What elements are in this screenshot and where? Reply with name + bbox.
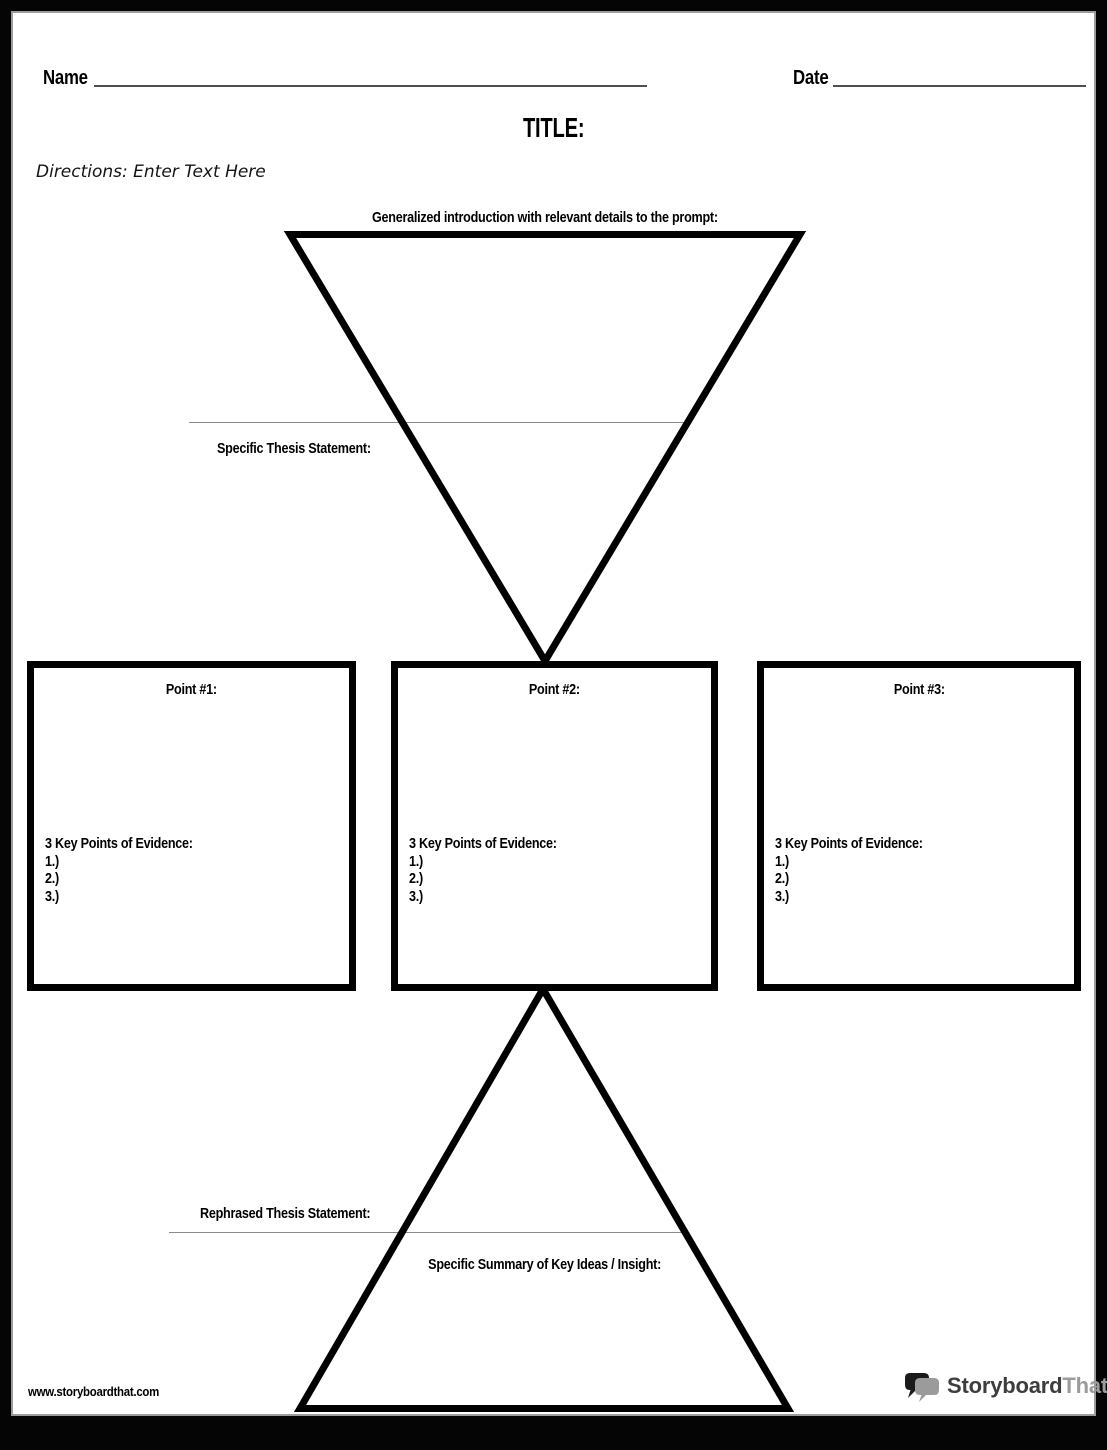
evidence-item: 3.)	[409, 887, 423, 905]
evidence-item: 1.)	[775, 852, 789, 870]
rephrased-thesis-fill-line[interactable]	[169, 1232, 683, 1233]
evidence-heading: 3 Key Points of Evidence:	[775, 835, 923, 852]
website-url: www.storyboardthat.com	[28, 1384, 160, 1399]
thesis-fill-line[interactable]	[189, 422, 687, 423]
storyboardthat-logo: StoryboardThat	[905, 1371, 1107, 1405]
evidence-item: 3.)	[775, 887, 789, 905]
point-box-2[interactable]: Point #2: 3 Key Points of Evidence: 1.) …	[391, 661, 718, 991]
page-title: TITLE:	[522, 112, 585, 143]
evidence-heading: 3 Key Points of Evidence:	[409, 835, 557, 852]
point-box-3[interactable]: Point #3: 3 Key Points of Evidence: 1.) …	[757, 661, 1081, 991]
speech-bubbles-icon	[905, 1373, 939, 1402]
point-box-1[interactable]: Point #1: 3 Key Points of Evidence: 1.) …	[27, 661, 356, 991]
point-title: Point #3:	[893, 681, 945, 698]
thesis-label: Specific Thesis Statement:	[217, 440, 371, 457]
rephrased-thesis-label: Rephrased Thesis Statement:	[200, 1205, 371, 1222]
evidence-item: 1.)	[45, 852, 59, 870]
summary-heading: Specific Summary of Key Ideas / Insight:	[428, 1256, 662, 1273]
evidence-list: 3 Key Points of Evidence: 1.) 2.) 3.)	[409, 835, 585, 905]
logo-part-storyboard: Storyboard	[947, 1373, 1063, 1398]
logo-part-that: That	[1062, 1373, 1107, 1398]
name-fill-line[interactable]	[94, 85, 647, 87]
date-fill-line[interactable]	[833, 85, 1086, 87]
evidence-heading: 3 Key Points of Evidence:	[45, 835, 193, 852]
date-label: Date	[793, 67, 829, 89]
evidence-item: 2.)	[775, 870, 789, 887]
point-title: Point #2:	[529, 681, 580, 698]
evidence-item: 3.)	[45, 887, 59, 905]
directions-placeholder[interactable]: Directions: Enter Text Here	[36, 162, 266, 182]
evidence-item: 2.)	[409, 870, 423, 887]
evidence-list: 3 Key Points of Evidence: 1.) 2.) 3.)	[775, 835, 951, 905]
evidence-item: 1.)	[409, 852, 423, 870]
intro-heading: Generalized introduction with relevant d…	[372, 209, 718, 226]
evidence-item: 2.)	[45, 870, 59, 887]
point-title: Point #1:	[166, 681, 217, 698]
name-label: Name	[43, 67, 88, 89]
logo-wordmark: StoryboardThat	[947, 1373, 1107, 1399]
evidence-list: 3 Key Points of Evidence: 1.) 2.) 3.)	[45, 835, 221, 905]
